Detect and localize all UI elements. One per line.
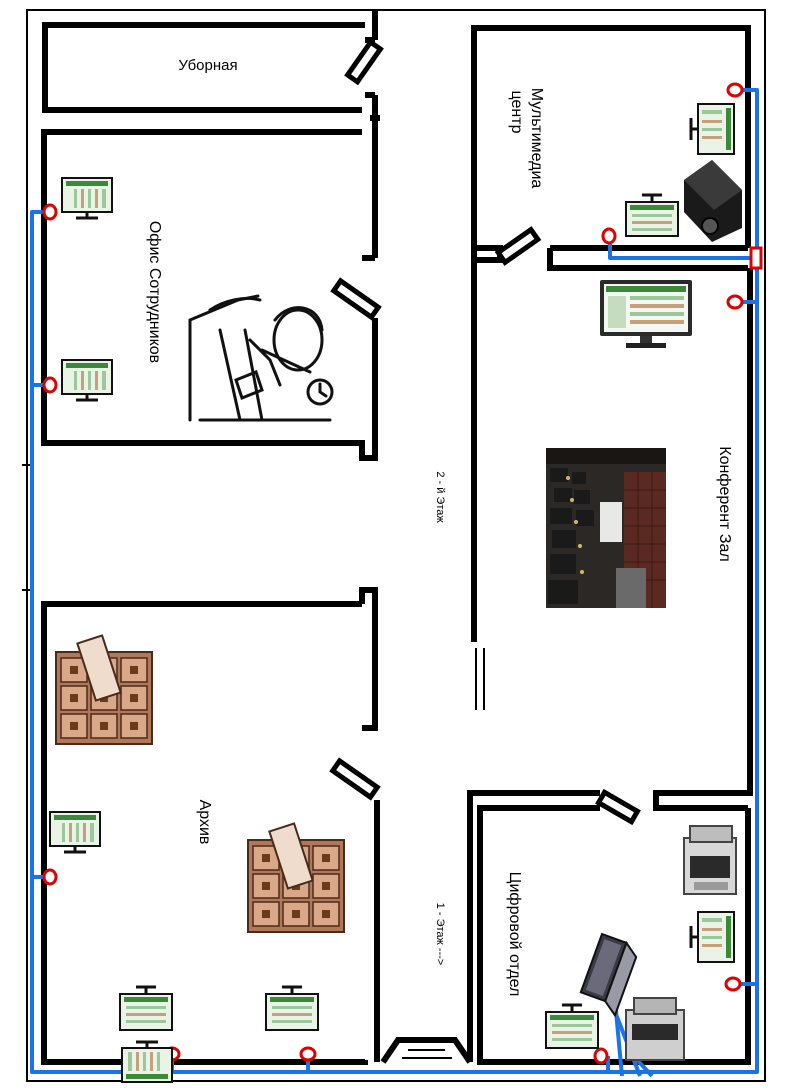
office-worker-icon	[188, 294, 334, 422]
printer-icon	[683, 825, 737, 895]
room-labels: Уборная Офис Сотрудников Мультимедиа цен…	[146, 57, 733, 996]
monitor-icon	[265, 985, 319, 1031]
network-sockets	[42, 82, 763, 1065]
room-label-digital-dept: Цифровой отдел	[506, 872, 523, 997]
monitor-icon	[120, 1040, 174, 1084]
door-leaves	[329, 38, 641, 826]
socket-icon	[42, 203, 58, 221]
walls	[22, 9, 766, 1082]
room-label-staff-office: Офис Сотрудников	[146, 221, 163, 363]
socket-icon	[726, 294, 744, 310]
cinema-hall-photo	[546, 448, 666, 608]
monitor-icon	[48, 810, 102, 854]
socket-icon	[593, 1047, 609, 1065]
monitor-icon	[119, 985, 173, 1031]
file-cabinet-icon	[55, 634, 153, 745]
room-label-archive: Архив	[196, 800, 213, 845]
socket-icon	[726, 82, 744, 98]
socket-icon	[299, 1046, 317, 1062]
monitor-icon	[60, 358, 114, 402]
room-label-multimedia-1: Мультимедиа	[528, 88, 545, 189]
monitor-icon	[600, 280, 692, 348]
room-label-multimedia-2: центр	[508, 91, 525, 134]
socket-icon	[749, 246, 763, 270]
laptop-icon	[579, 932, 638, 1018]
socket-icon	[724, 976, 742, 992]
corridor-label-floor2: 2 - й Этаж	[434, 471, 446, 523]
socket-icon	[601, 227, 617, 245]
monitor-icon	[689, 911, 735, 963]
projector-icon	[684, 160, 742, 242]
corridor-labels: 2 - й Этаж 1 - Этаж --->	[434, 471, 446, 965]
socket-icon	[42, 376, 58, 394]
file-cabinet-icon	[247, 822, 345, 933]
monitor-icon	[60, 176, 114, 220]
workstations	[48, 103, 735, 1084]
monitor-icon	[689, 103, 735, 155]
room-label-toilet: Уборная	[178, 57, 237, 74]
monitor-icon	[625, 193, 679, 237]
printer-icon	[625, 997, 685, 1061]
room-label-conference: Конферент Зал	[716, 446, 733, 561]
monitor-icon	[545, 1003, 599, 1049]
corridor-label-floor1: 1 - Этаж --->	[434, 903, 446, 966]
socket-icon	[42, 868, 58, 886]
